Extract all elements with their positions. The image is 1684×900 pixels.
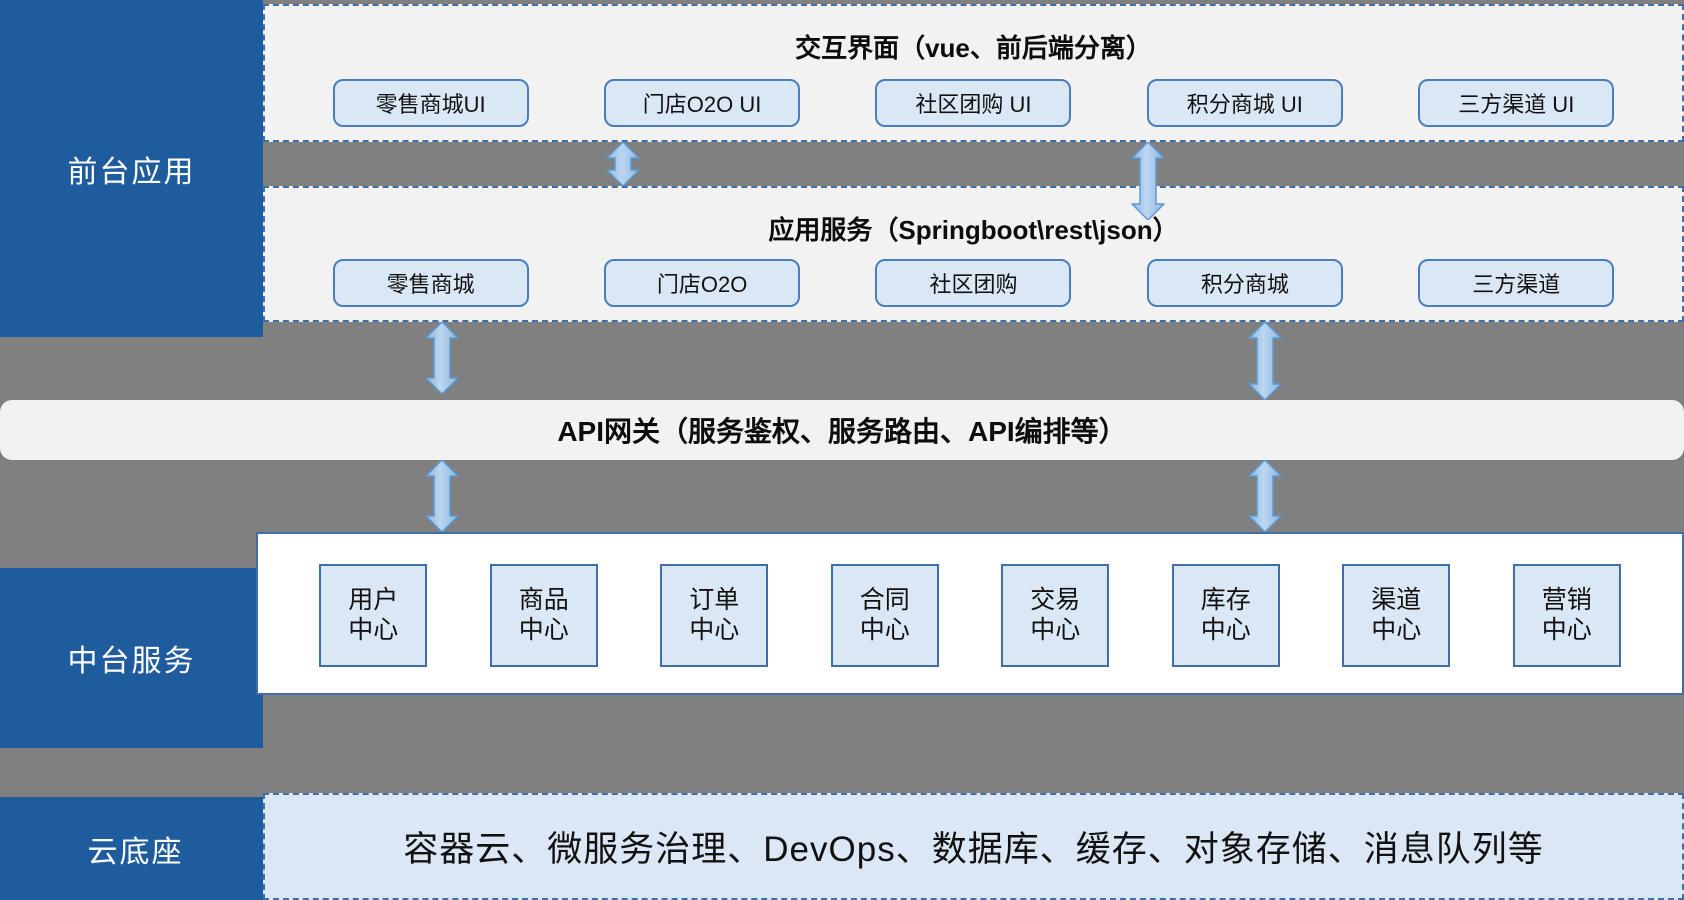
api-gateway-bar: API网关（服务鉴权、服务路由、API编排等） — [0, 400, 1684, 460]
chip-interaction_layer-3[interactable]: 积分商城 UI — [1146, 79, 1343, 127]
middle-platform-panel: 用户中心商品中心订单中心合同中心交易中心库存中心渠道中心营销中心 — [256, 532, 1684, 695]
middle-platform-card-0[interactable]: 用户中心 — [319, 564, 428, 667]
card-line-2: 中心 — [1030, 615, 1081, 644]
card-line-1: 渠道 — [1371, 586, 1422, 614]
middle-platform-items: 用户中心商品中心订单中心合同中心交易中心库存中心渠道中心营销中心 — [258, 559, 1682, 672]
arrow-ui-to-service-left — [603, 141, 643, 187]
arrow-service-to-gateway-left — [422, 321, 462, 395]
rail-cloud-base: 云底座 — [0, 797, 271, 900]
rail-middle-platform: 中台服务 — [0, 568, 263, 748]
middle-platform-card-7[interactable]: 营销中心 — [1512, 564, 1621, 667]
middle-platform-card-3[interactable]: 合同中心 — [830, 564, 939, 667]
middle-platform-card-6[interactable]: 渠道中心 — [1342, 564, 1451, 667]
application-layer-items: 零售商城 门店O2O 社区团购 积分商城 三方渠道 — [265, 256, 1682, 310]
card-line-1: 库存 — [1200, 586, 1251, 614]
card-line-2: 中心 — [1371, 615, 1422, 644]
chip-label: 零售商城UI — [375, 92, 486, 117]
card-line-2: 中心 — [1541, 615, 1592, 644]
arrow-gateway-to-platform-right — [1245, 459, 1285, 533]
rail-middle-platform-label: 中台服务 — [67, 645, 196, 678]
interaction-layer-items: 零售商城UI 门店O2O UI 社区团购 UI 积分商城 UI 三方渠道 UI — [265, 75, 1682, 131]
chip-label: 门店O2O — [656, 272, 748, 297]
arrow-service-to-gateway-right — [1245, 321, 1285, 401]
card-line-1: 合同 — [859, 586, 910, 614]
middle-platform-card-2[interactable]: 订单中心 — [660, 564, 769, 667]
card-line-1: 用户 — [348, 586, 399, 614]
middle-platform-card-5[interactable]: 库存中心 — [1171, 564, 1280, 667]
card-line-2: 中心 — [689, 615, 740, 644]
interaction-layer-panel: 交互界面（vue、前后端分离） 零售商城UI 门店O2O UI 社区团购 UI 积分商… — [263, 4, 1684, 142]
chip-label: 三方渠道 — [1472, 272, 1561, 297]
rail-front-office-label: 前台应用 — [67, 155, 196, 189]
chip-label: 积分商城 — [1200, 272, 1289, 297]
card-line-1: 交易 — [1030, 586, 1081, 614]
arrow-gateway-to-platform-left — [422, 459, 462, 533]
chip-label: 零售商城 — [386, 272, 475, 297]
chip-label: 三方渠道 UI — [1458, 92, 1575, 117]
chip-interaction_layer-1[interactable]: 门店O2O UI — [604, 79, 801, 127]
chip-application_layer-1[interactable]: 门店O2O — [604, 259, 801, 307]
application-layer-panel: 应用服务（Springboot\rest\json） 零售商城 门店O2O 社区团购… — [263, 186, 1684, 322]
arrow-ui-to-service-right — [1128, 141, 1168, 221]
api-gateway-title: API网关（服务鉴权、服务路由、API编排等） — [557, 416, 1127, 447]
interaction-layer-title: 交互界面（vue、前后端分离） — [795, 33, 1152, 63]
chip-label: 社区团购 — [929, 272, 1018, 297]
card-line-1: 营销 — [1541, 586, 1592, 614]
card-line-2: 中心 — [518, 615, 569, 644]
chip-label: 社区团购 UI — [915, 92, 1032, 117]
chip-interaction_layer-2[interactable]: 社区团购 UI — [875, 79, 1072, 127]
card-line-1: 商品 — [518, 586, 569, 614]
chip-label: 门店O2O UI — [642, 92, 762, 117]
cloud-base-panel: 容器云、微服务治理、DevOps、数据库、缓存、对象存储、消息队列等 — [263, 793, 1684, 900]
rail-cloud-base-label: 云底座 — [87, 835, 184, 869]
rail-front-office: 前台应用 — [0, 0, 263, 337]
cloud-base-text: 容器云、微服务治理、DevOps、数据库、缓存、对象存储、消息队列等 — [403, 830, 1544, 869]
chip-application_layer-4[interactable]: 三方渠道 — [1418, 259, 1615, 307]
card-line-2: 中心 — [859, 615, 910, 644]
card-line-2: 中心 — [1200, 615, 1251, 644]
chip-application_layer-0[interactable]: 零售商城 — [332, 259, 529, 307]
card-line-2: 中心 — [348, 615, 399, 644]
chip-application_layer-3[interactable]: 积分商城 — [1146, 259, 1343, 307]
chip-application_layer-2[interactable]: 社区团购 — [875, 259, 1072, 307]
chip-interaction_layer-4[interactable]: 三方渠道 UI — [1418, 79, 1615, 127]
middle-platform-card-1[interactable]: 商品中心 — [489, 564, 598, 667]
card-line-1: 订单 — [689, 586, 740, 614]
chip-label: 积分商城 UI — [1186, 92, 1303, 117]
application-layer-title: 应用服务（Springboot\rest\json） — [768, 215, 1179, 245]
chip-interaction_layer-0[interactable]: 零售商城UI — [332, 79, 529, 127]
middle-platform-card-4[interactable]: 交易中心 — [1001, 564, 1110, 667]
